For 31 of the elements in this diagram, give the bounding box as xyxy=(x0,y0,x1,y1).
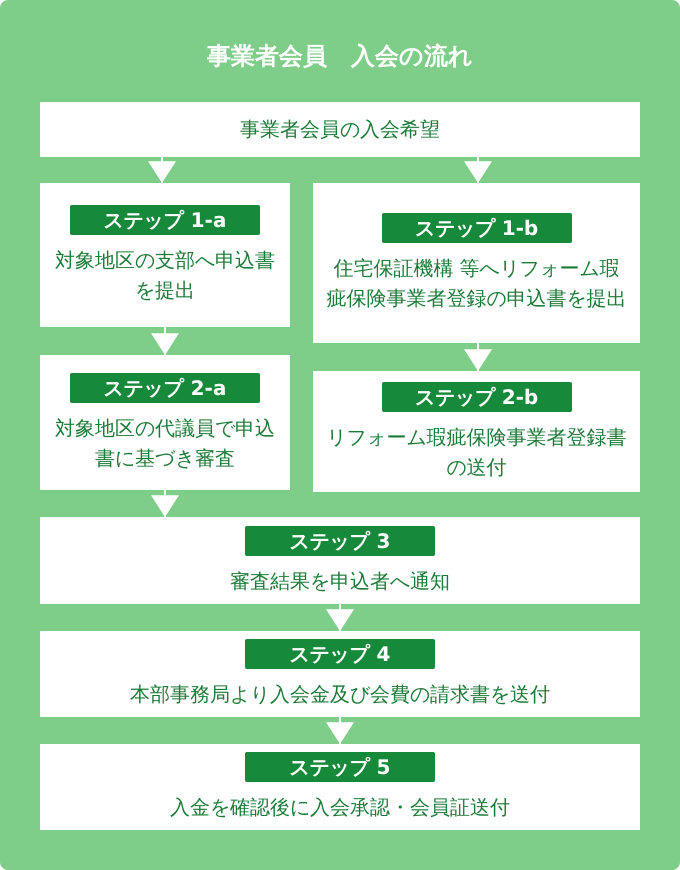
step-text: 本部事務局より入会金及び会費の請求書を送付 xyxy=(130,681,550,708)
step-box xyxy=(40,102,640,157)
arrow xyxy=(326,604,354,631)
arrow xyxy=(148,157,176,183)
step-label: ステップ 1-b xyxy=(382,213,572,243)
arrow xyxy=(464,343,492,371)
step-label: ステップ 2-a xyxy=(70,372,260,402)
step-label: ステップ 2-b xyxy=(382,382,572,412)
step-box xyxy=(40,631,640,717)
step-box xyxy=(313,183,640,343)
step-text: 事業者会員の入会希望 xyxy=(240,116,440,143)
step-text: 審査結果を申込者へ通知 xyxy=(230,568,450,594)
step-box xyxy=(313,371,640,492)
step-text: 対象地区の代議員で申込書に基づき審査 xyxy=(54,414,276,472)
step-box xyxy=(40,183,290,327)
step-box xyxy=(40,517,640,604)
step-label: ステップ 1-a xyxy=(70,205,260,235)
step-label: ステップ 5 xyxy=(245,752,435,782)
step-text: 入金を確認後に入会承認・会員証送付 xyxy=(170,794,510,821)
arrow xyxy=(151,327,179,355)
step-text: 住宅保証機構 等へリフォーム瑕疵保険事業者登録の申込書を提出 xyxy=(326,255,626,312)
arrow xyxy=(464,157,492,183)
step-box xyxy=(40,355,290,490)
title: 事業者会員 入会の流れ xyxy=(206,41,474,72)
step-text: 対象地区の支部へ申込書を提出 xyxy=(55,247,275,304)
step-label: ステップ 3 xyxy=(245,526,435,556)
step-text: リフォーム瑕疵保険事業者登録書の送付 xyxy=(326,424,626,480)
arrow xyxy=(151,490,179,517)
arrow xyxy=(326,717,354,744)
step-label: ステップ 4 xyxy=(245,639,435,669)
step-box xyxy=(40,744,640,830)
